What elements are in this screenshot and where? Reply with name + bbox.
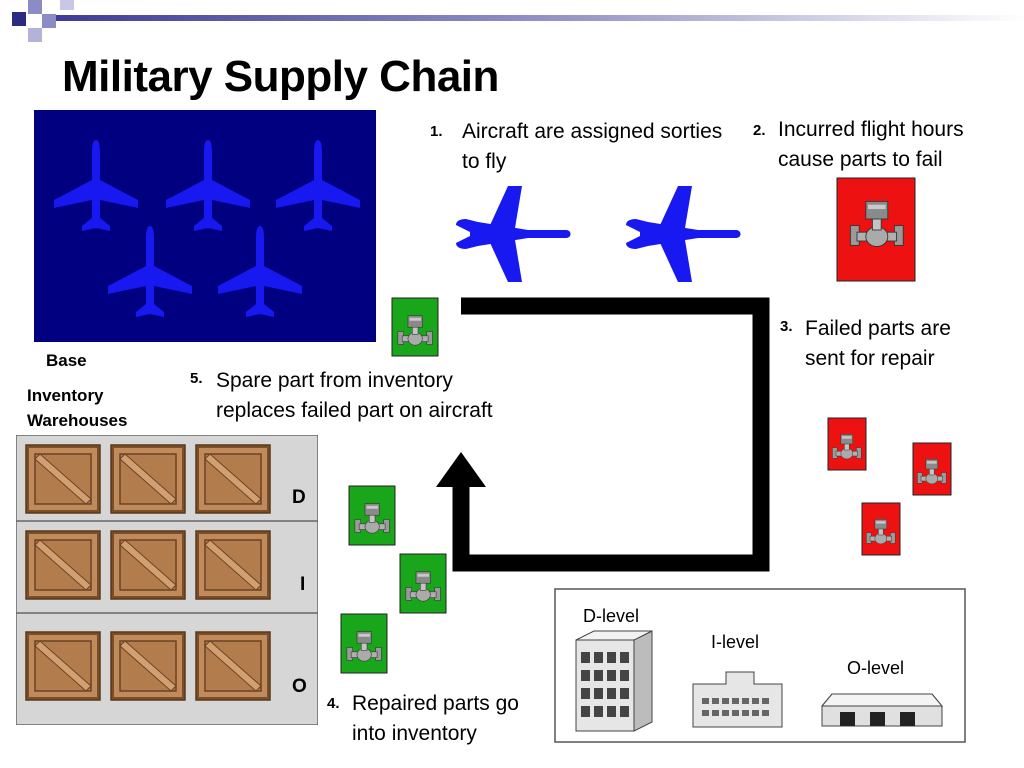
o-level-label: O-level — [847, 658, 905, 678]
slide-title: Military Supply Chain — [62, 52, 499, 101]
d-level-label: D-level — [583, 606, 640, 626]
step-2-number: 2. — [753, 122, 766, 139]
warehouse-label: Inventory Warehouses — [27, 386, 128, 430]
step-2-text: Incurred flight hours cause parts to fai… — [778, 118, 964, 171]
d-level-building-icon — [575, 630, 653, 732]
step-3-number: 3. — [780, 318, 793, 335]
step-1-number: 1. — [430, 123, 443, 140]
base-aircraft-group — [54, 140, 360, 317]
base-aircraft-panel — [34, 110, 376, 342]
airplane-icon — [456, 186, 571, 282]
i-level-building-icon — [692, 671, 783, 728]
level-d-label: D — [292, 487, 306, 508]
step-1-text: Aircraft are assigned sorties to fly — [462, 120, 723, 173]
airplane-icon — [54, 140, 138, 231]
level-i-label: I — [300, 574, 306, 595]
step-3-text: Failed parts are sent for repair — [805, 317, 951, 370]
level-o-label: O — [292, 676, 307, 697]
step-4-number: 4. — [327, 695, 340, 712]
flying-aircraft-group — [456, 186, 741, 282]
o-level-hangar-icon — [820, 693, 944, 727]
step-4-text: Repaired parts go into inventory — [352, 692, 519, 745]
inventory-warehouse — [16, 435, 318, 725]
i-level-label: I-level — [711, 632, 760, 652]
step-5-text: Spare part from inventory replaces faile… — [216, 369, 493, 422]
step-5-number: 5. — [190, 370, 203, 387]
base-label: Base — [46, 351, 87, 370]
header-decoration — [12, 0, 1024, 42]
flow-arrowhead-icon — [436, 452, 486, 487]
